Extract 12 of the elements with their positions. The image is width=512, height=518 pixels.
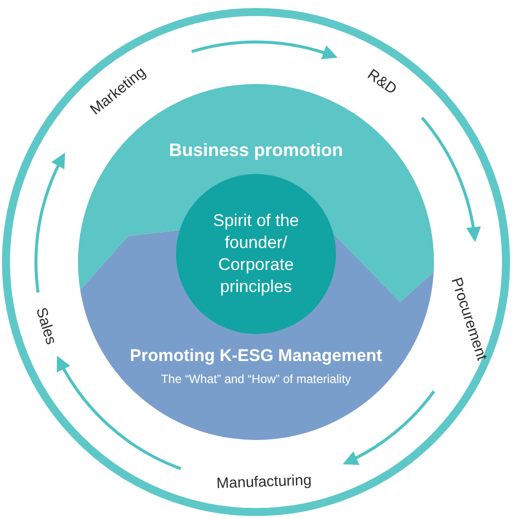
cycle-arrow xyxy=(342,390,436,464)
center-text: Spirit of the founder/ Corporate principles xyxy=(212,210,300,298)
band-heading: Promoting K-ESG Management xyxy=(128,346,384,366)
band-heading: Business promotion xyxy=(168,140,344,161)
stage-label: Sales xyxy=(31,304,60,349)
cycle-arrow xyxy=(420,116,480,242)
stage-label: R&D xyxy=(362,64,402,99)
stage-label: Manufacturing xyxy=(214,472,314,492)
cycle-arrow xyxy=(191,40,338,60)
cycle-arrow xyxy=(56,356,182,470)
band-subtitle: The “What” and “How” of materiality xyxy=(160,372,352,386)
cycle-arrow xyxy=(34,152,66,293)
